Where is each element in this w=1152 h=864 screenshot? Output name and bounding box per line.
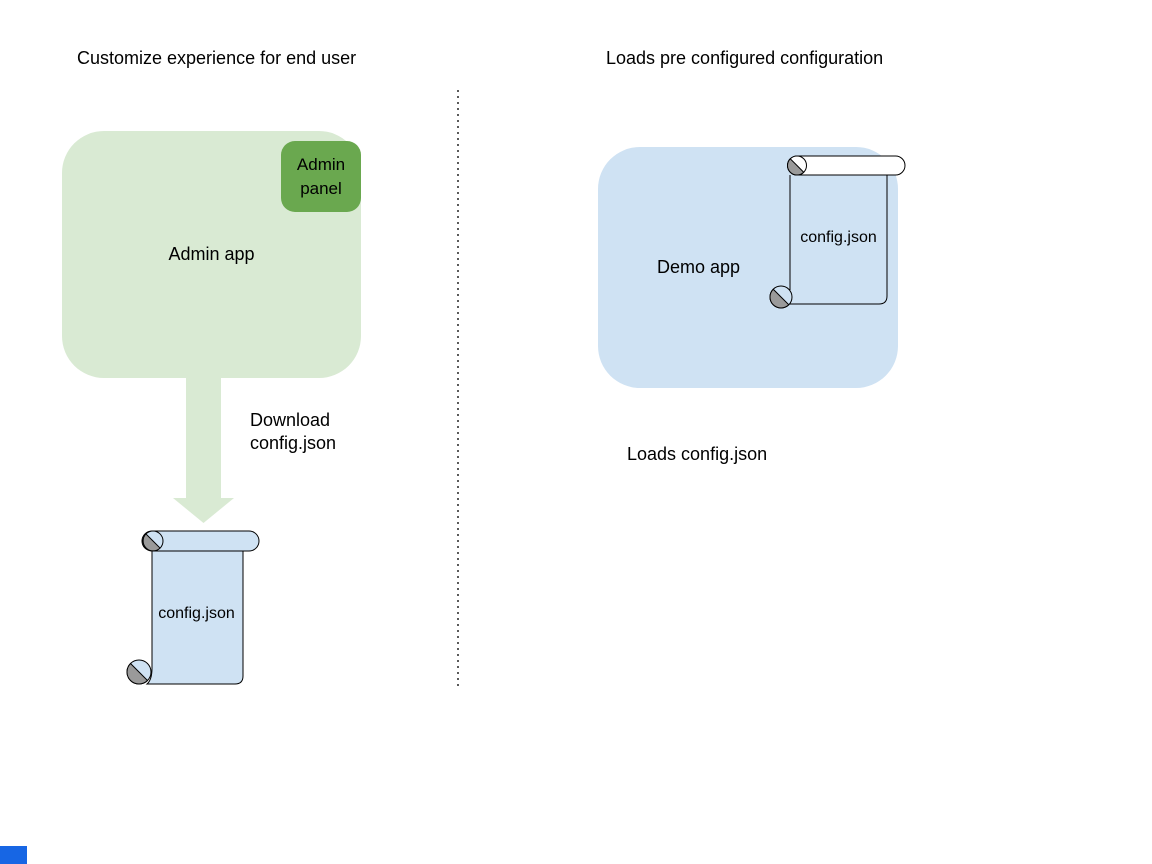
download-caption: Download config.json <box>250 409 336 455</box>
section-divider <box>457 90 459 686</box>
loads-config-caption: Loads config.json <box>627 444 768 464</box>
download-caption-line2: config.json <box>250 433 337 453</box>
right-section-title: Loads pre configured configuration <box>606 48 884 68</box>
admin-app-box: Admin app Admin panel <box>62 131 361 378</box>
demo-app-box: Demo app <box>598 147 898 388</box>
config-scroll-label-left: config.json <box>158 605 235 622</box>
left-section-title: Customize experience for end user <box>77 48 357 68</box>
admin-panel-label: Admin panel <box>296 154 346 198</box>
download-arrow-icon <box>173 378 234 523</box>
demo-app-label: Demo app <box>657 257 741 277</box>
admin-app-label: Admin app <box>168 244 255 264</box>
bottom-left-accent <box>0 846 27 864</box>
download-caption-line1: Download <box>250 410 331 430</box>
admin-panel-box: Admin panel <box>281 141 361 212</box>
config-scroll-label-right: config.json <box>800 229 877 246</box>
